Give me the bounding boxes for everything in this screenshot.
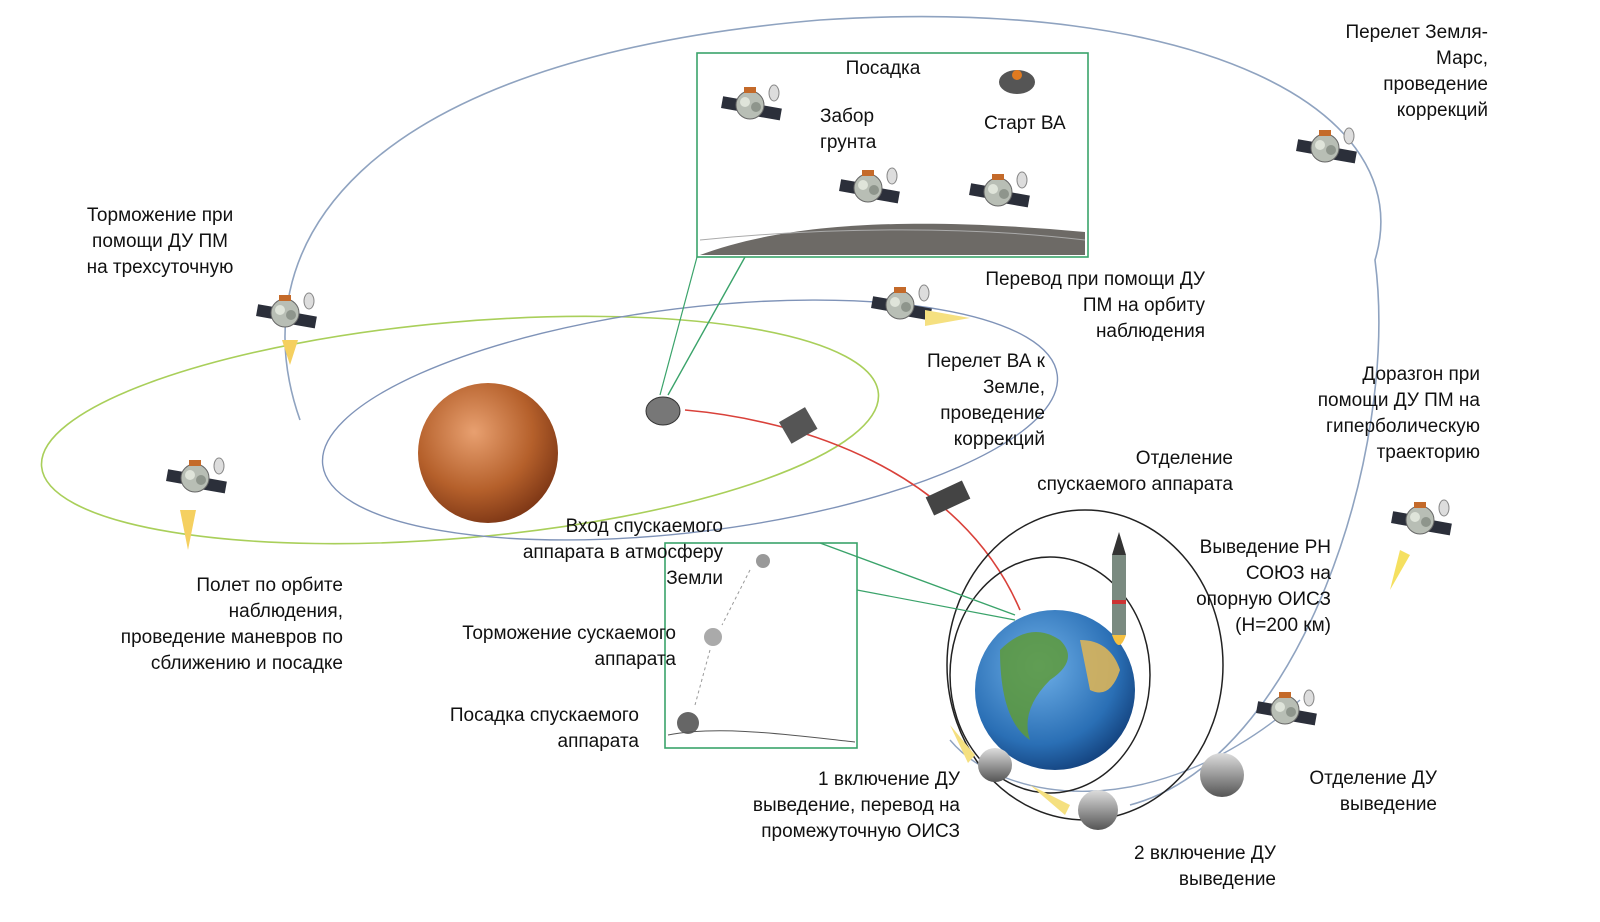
- label-landing: Посадка: [845, 58, 921, 79]
- label-soyuz-launch: Выведение РН СОЮЗ на опорную ОИСЗ (Н=200…: [1196, 537, 1331, 636]
- soyuz-rocket-icon: [1112, 532, 1126, 645]
- mars-capture-orbit: [40, 315, 880, 545]
- label-return-to-earth: Перелет ВА к Земле, проведение коррекций: [926, 351, 1045, 450]
- spacecraft-icon: [838, 167, 901, 204]
- label-atmosphere-entry: Вход спускаемого аппарата в атмосферу Зе…: [522, 516, 723, 589]
- label-descent-separation: Отделение спускаемого аппарата: [1037, 448, 1233, 495]
- landing-inset: [659, 52, 1089, 396]
- spacecraft-icon: [1390, 499, 1453, 590]
- label-upper-stage-separation: Отделение ДУ выведение: [1309, 768, 1437, 815]
- earth-mars-transfer-orbit: [284, 15, 1382, 806]
- label-observation-orbit-flight: Полет по орбите наблюдения, проведение м…: [120, 575, 343, 674]
- spacecraft-icon: [720, 84, 783, 121]
- label-transfer-observation-orbit: Перевод при помощи ДУ ПМ на орбиту наблю…: [985, 269, 1205, 342]
- label-earth-mars-transfer: Перелет Земля- Марс, проведение коррекци…: [1345, 22, 1488, 121]
- label-hyperbolic-boost: Доразгон при помощи ДУ ПМ на гиперболиче…: [1317, 364, 1480, 463]
- mars: [418, 383, 558, 523]
- spacecraft-icon: [950, 725, 1012, 782]
- observation-orbit: [321, 299, 1059, 541]
- spacecraft-icon: [1295, 127, 1358, 164]
- return-vehicle-icon: [999, 70, 1035, 94]
- return-vehicle-icon: [779, 407, 818, 444]
- return-vehicle-icon: [925, 480, 971, 516]
- label-first-burn: 1 включение ДУ выведение, перевод на про…: [752, 769, 960, 842]
- descent-inset: [664, 542, 1016, 749]
- label-return-vehicle-start: Старт ВА: [984, 113, 1066, 134]
- label-descent-landing: Посадка спускаемого аппарата: [449, 705, 639, 752]
- phobos: [645, 396, 681, 426]
- label-braking-three-day: Торможение при помощи ДУ ПМ на трехсуточ…: [86, 205, 234, 278]
- return-trajectory: [684, 409, 1021, 611]
- label-second-burn: 2 включение ДУ выведение: [1134, 843, 1276, 890]
- spacecraft-icon: [1255, 689, 1318, 726]
- upper-stage-icon: [1200, 753, 1244, 797]
- spacecraft-icon: [870, 284, 970, 326]
- earth: [975, 610, 1135, 770]
- earth-intermediate-orbit: [949, 556, 1151, 794]
- spacecraft-icon: [255, 292, 318, 365]
- spacecraft-icon: [165, 457, 228, 550]
- label-descent-braking: Торможение сускаемого аппарата: [462, 623, 676, 670]
- spacecraft-icon: [968, 171, 1031, 208]
- label-soil-sampling: Забор грунта: [820, 106, 877, 153]
- spacecraft-icon: [1030, 785, 1118, 830]
